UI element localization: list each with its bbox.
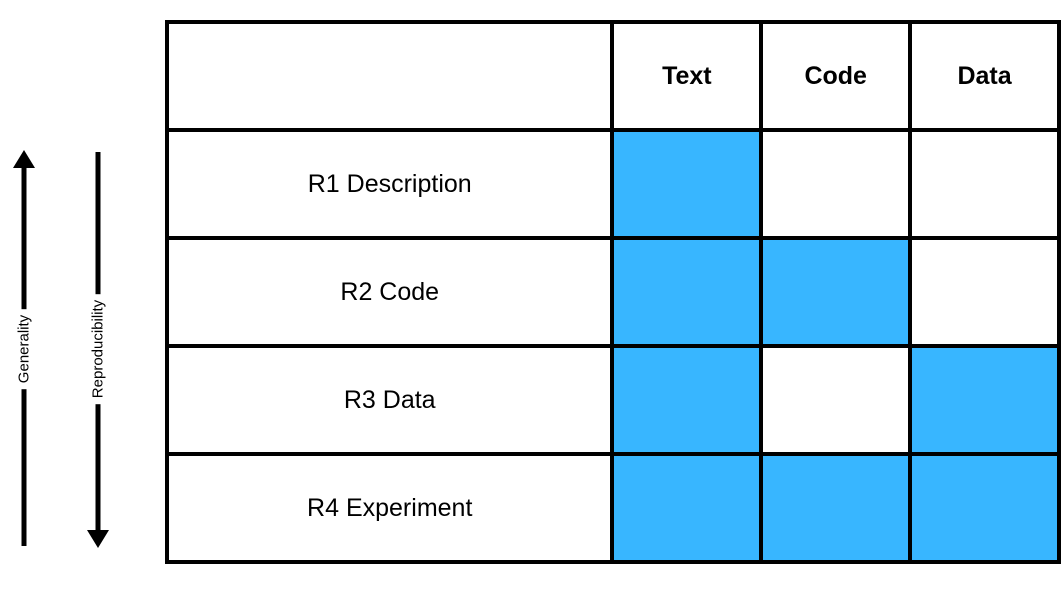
row-label-r2: R2 Code [164, 236, 615, 348]
matrix-row-r4: R4 Experiment [164, 452, 1061, 564]
matrix-table: Text Code Data R1 Description R2 Code R3… [164, 20, 1061, 564]
cell-r4-data [908, 452, 1061, 564]
column-header-data: Data [908, 20, 1061, 132]
reproducibility-matrix: Text Code Data R1 Description R2 Code R3… [164, 20, 1061, 564]
cell-r3-code [759, 344, 913, 456]
row-label-r4: R4 Experiment [164, 452, 615, 564]
cell-r4-code [759, 452, 913, 564]
generality-axis: Generality [9, 150, 39, 548]
cell-r2-code [759, 236, 913, 348]
cell-r1-text [610, 128, 764, 240]
column-header-code: Code [759, 20, 913, 132]
reproducibility-label: Reproducibility [89, 293, 107, 405]
matrix-row-r1: R1 Description [164, 128, 1061, 240]
row-label-r1: R1 Description [164, 128, 615, 240]
cell-r4-text [610, 452, 764, 564]
header-row: Text Code Data [164, 20, 1061, 132]
cell-r3-text [610, 344, 764, 456]
reproducibility-axis: Reproducibility [83, 150, 113, 548]
cell-r3-data [908, 344, 1061, 456]
matrix-row-r2: R2 Code [164, 236, 1061, 348]
cell-r1-code [759, 128, 913, 240]
corner-cell [164, 20, 615, 132]
cell-r1-data [908, 128, 1061, 240]
row-label-r3: R3 Data [164, 344, 615, 456]
matrix-row-r3: R3 Data [164, 344, 1061, 456]
generality-label: Generality [15, 308, 33, 390]
column-header-text: Text [610, 20, 764, 132]
cell-r2-text [610, 236, 764, 348]
cell-r2-data [908, 236, 1061, 348]
